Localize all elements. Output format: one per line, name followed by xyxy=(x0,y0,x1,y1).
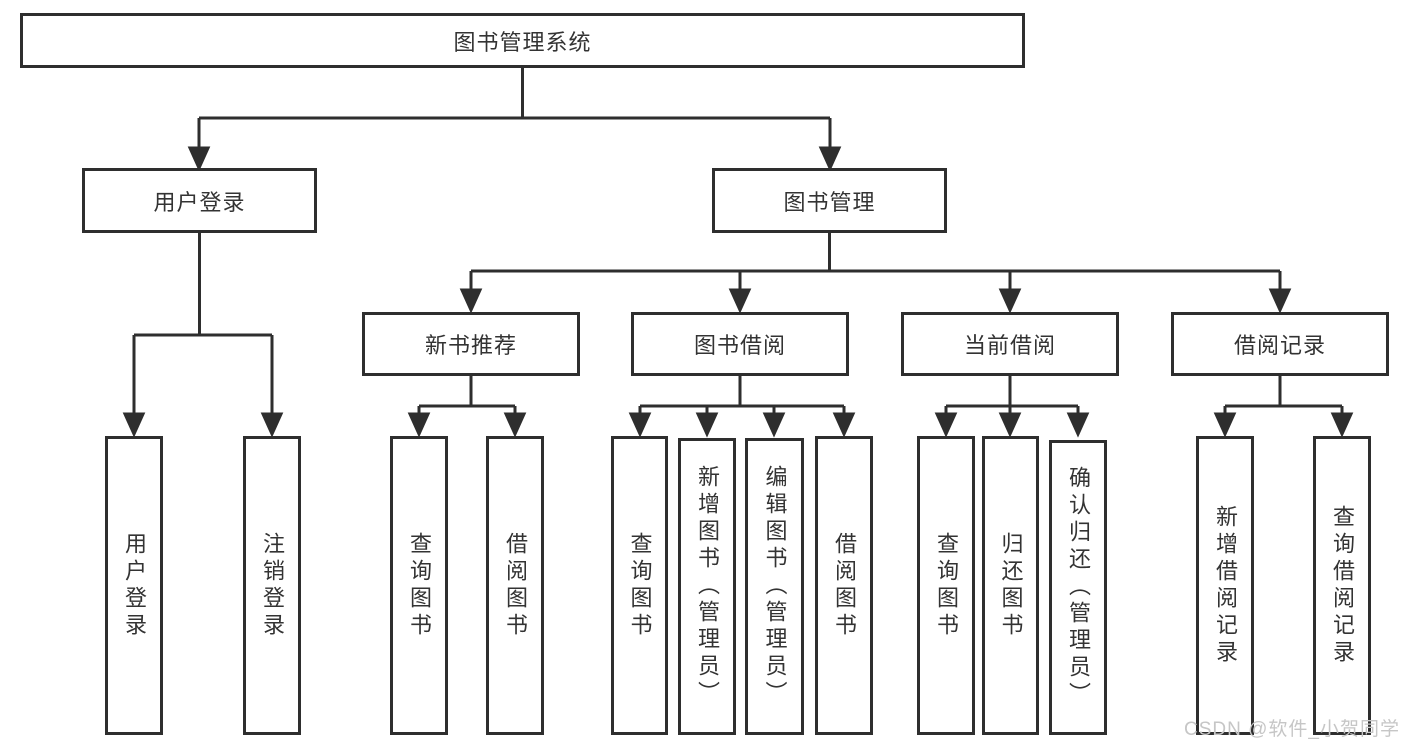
leaf-label: 查询图书 xyxy=(407,531,432,640)
arrowhead-current-borrow xyxy=(998,288,1022,314)
leaf-node-current-return-books: 归还图书 xyxy=(982,436,1039,735)
leaf-node-recommend-borrow-books: 借阅图书 xyxy=(486,436,544,735)
leaf-node-borrow-edit-books-admin: 编辑图书（管理员） xyxy=(745,438,804,735)
arrowhead-current-confirm xyxy=(1066,412,1090,438)
leaf-node-borrow-add-books-admin: 新增图书（管理员） xyxy=(678,438,736,735)
branch-node-user-login: 用户登录 xyxy=(82,168,317,233)
arrowhead-records-query xyxy=(1330,412,1354,438)
group-node-book-borrow: 图书借阅 xyxy=(631,312,849,376)
group-node-current-borrow: 当前借阅 xyxy=(901,312,1119,376)
leaf-node-borrow-query-books: 查询图书 xyxy=(611,436,668,735)
leaf-label: 确认归还（管理员） xyxy=(1066,466,1091,709)
arrowhead-book-management xyxy=(818,146,842,172)
arrowhead-borrow-query xyxy=(628,412,652,438)
leaf-node-borrow-borrow-books: 借阅图书 xyxy=(815,436,873,735)
arrowhead-borrow-edit xyxy=(762,412,786,438)
arrowhead-current-return xyxy=(998,412,1022,438)
leaf-label: 注销登录 xyxy=(260,531,285,640)
leaf-label: 归还图书 xyxy=(998,531,1024,640)
arrowhead-borrow-records xyxy=(1268,288,1292,314)
arrowhead-current-query xyxy=(934,412,958,438)
csdn-watermark: CSDN @软件_小贺同学 xyxy=(1184,719,1400,740)
leaf-node-current-confirm-return-admin: 确认归还（管理员） xyxy=(1049,440,1107,735)
arrowhead-borrow-add xyxy=(695,412,719,438)
leaf-label: 新增借阅记录 xyxy=(1213,504,1238,667)
arrowhead-new-book-recommend xyxy=(459,288,483,314)
branch-node-book-management: 图书管理 xyxy=(712,168,947,233)
leaf-label: 查询图书 xyxy=(934,531,959,640)
leaf-node-current-query-books: 查询图书 xyxy=(917,436,975,735)
leaf-label: 用户登录 xyxy=(122,531,147,640)
arrowhead-rec-query xyxy=(407,412,431,438)
leaf-node-user-login: 用户登录 xyxy=(105,436,163,735)
arrowhead-book-borrow xyxy=(728,288,752,314)
group-node-new-book-recommend: 新书推荐 xyxy=(362,312,580,376)
leaf-label: 编辑图书（管理员） xyxy=(762,465,788,708)
arrowhead-user-login xyxy=(187,146,211,172)
arrowhead-leaf-login xyxy=(122,412,146,438)
leaf-label: 查询图书 xyxy=(627,531,653,640)
leaf-label: 查询借阅记录 xyxy=(1330,504,1355,667)
arrowhead-leaf-logout xyxy=(260,412,284,438)
leaf-node-records-query-record: 查询借阅记录 xyxy=(1313,436,1371,735)
root-node-library-system: 图书管理系统 xyxy=(20,13,1025,68)
leaf-label: 借阅图书 xyxy=(503,531,528,640)
leaf-node-recommend-query-books: 查询图书 xyxy=(390,436,448,735)
leaf-node-records-add-record: 新增借阅记录 xyxy=(1196,436,1254,735)
arrowhead-rec-borrow xyxy=(503,412,527,438)
leaf-label: 新增图书（管理员） xyxy=(695,465,720,708)
arrowhead-borrow-borrow xyxy=(832,412,856,438)
leaf-label: 借阅图书 xyxy=(832,531,857,640)
arrowhead-records-add xyxy=(1213,412,1237,438)
group-node-borrow-records: 借阅记录 xyxy=(1171,312,1389,376)
leaf-node-logout: 注销登录 xyxy=(243,436,301,735)
